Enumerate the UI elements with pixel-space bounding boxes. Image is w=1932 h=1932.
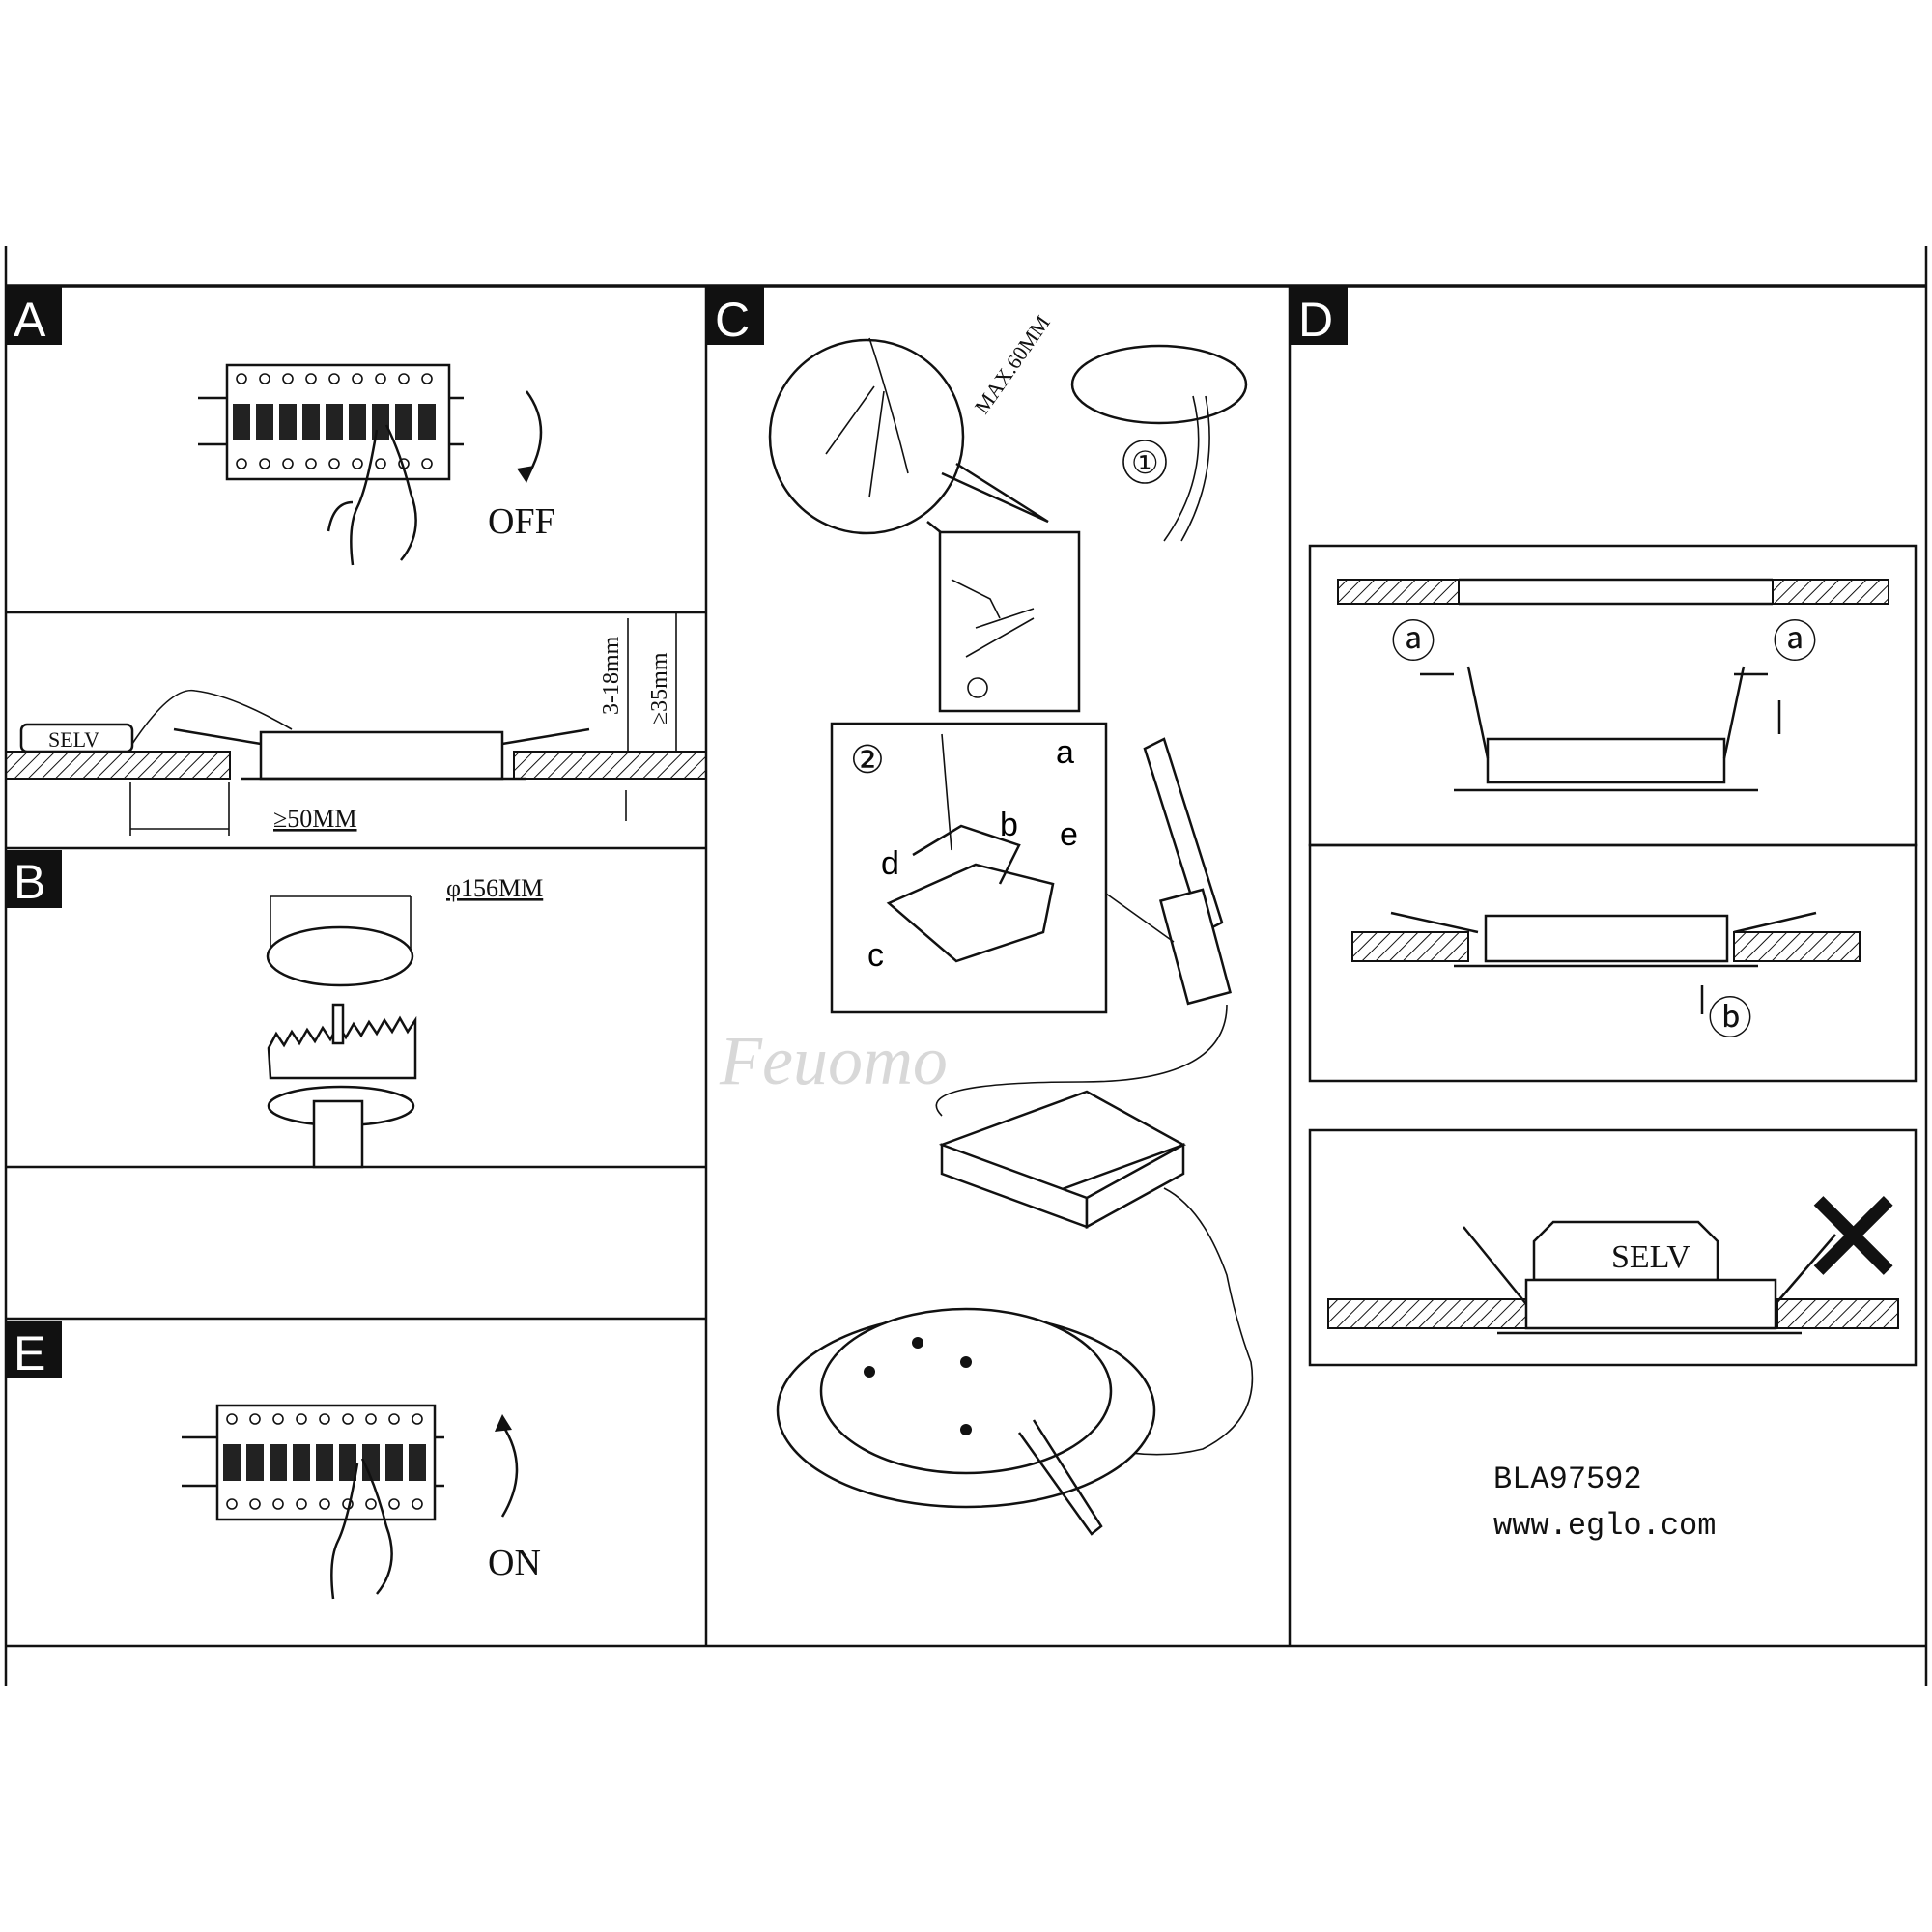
terminal-screw xyxy=(328,373,340,384)
breaker-switch xyxy=(256,404,273,440)
terminal-screw xyxy=(272,1413,284,1425)
breaker-switch xyxy=(372,404,389,440)
terminal-screw xyxy=(421,373,433,384)
on-label: ON xyxy=(488,1543,541,1583)
terminal-screw xyxy=(282,458,294,469)
terminal-screw xyxy=(412,1498,423,1510)
terminal-screw xyxy=(342,1413,354,1425)
callout-a: a xyxy=(1056,734,1074,771)
website: www.eglo.com xyxy=(1493,1508,1716,1544)
breaker-switch xyxy=(293,1444,310,1481)
ceiling-cross-section: SELV ≥50MM 3-18mm ≥35mm xyxy=(5,613,707,836)
terminal-screw xyxy=(305,373,317,384)
model-number: BLA97592 xyxy=(1493,1462,1642,1497)
svg-text:B: B xyxy=(14,855,45,909)
breaker-switch xyxy=(270,1444,287,1481)
watermark: Feuomo xyxy=(719,1022,948,1099)
callout-a-right: ⓐ xyxy=(1773,617,1817,667)
height-dimension: 3-18mm xyxy=(599,636,624,715)
wiring-illustration: MAX.60MM ① ② a b c d e Feuomo xyxy=(719,311,1254,1536)
terminal-screw xyxy=(352,458,363,469)
breaker-switch xyxy=(339,1444,356,1481)
terminal-screw xyxy=(375,458,386,469)
breaker-switch xyxy=(409,1444,426,1481)
driver-selv-label: SELV xyxy=(48,727,99,752)
svg-text:E: E xyxy=(14,1326,45,1380)
svg-text:C: C xyxy=(715,293,750,347)
diameter-dimension: φ156MM xyxy=(446,874,543,902)
terminal-screw xyxy=(226,1498,238,1510)
breaker-panel-on-illustration: ON xyxy=(182,1404,541,1600)
terminal-screw xyxy=(398,373,410,384)
terminal-screw xyxy=(236,458,247,469)
callout-d: d xyxy=(881,845,899,882)
callout-a-left: ⓐ xyxy=(1391,617,1435,667)
callout-c: c xyxy=(867,937,884,974)
terminal-screw xyxy=(259,373,270,384)
breaker-switch xyxy=(326,404,343,440)
driver-selv-label-wrong: SELV xyxy=(1611,1239,1690,1275)
installation-illustration-correct: ⓐ ⓐ ⓑ xyxy=(1308,544,1918,1083)
breaker-switch xyxy=(418,404,436,440)
terminal-screw xyxy=(259,458,270,469)
terminal-screw xyxy=(282,373,294,384)
terminal-screw xyxy=(328,458,340,469)
terminal-screw xyxy=(272,1498,284,1510)
panel-label-d: D xyxy=(1290,287,1348,347)
hole-saw-illustration: φ156MM xyxy=(266,874,543,1169)
terminal-screw xyxy=(249,1498,261,1510)
panel-label-e: E xyxy=(6,1321,62,1380)
breaker-switch xyxy=(279,404,297,440)
terminal-screw xyxy=(319,1498,330,1510)
breaker-panel-off-illustration: OFF xyxy=(198,363,555,566)
panel-label-b: B xyxy=(6,850,62,909)
breaker-switch xyxy=(246,1444,264,1481)
strip-length-dimension: MAX.60MM xyxy=(970,311,1055,418)
terminal-screw xyxy=(388,1498,400,1510)
panel-label-c: C xyxy=(706,287,764,347)
installation-illustration-incorrect: SELV ✕ xyxy=(1308,1128,1918,1367)
terminal-screw xyxy=(305,458,317,469)
depth-dimension: ≥35mm xyxy=(647,652,672,724)
terminal-screw xyxy=(365,1498,377,1510)
breaker-switch xyxy=(316,1444,333,1481)
terminal-screw xyxy=(388,1413,400,1425)
svg-text:D: D xyxy=(1298,293,1333,347)
terminal-screw xyxy=(319,1413,330,1425)
terminal-screw xyxy=(249,1413,261,1425)
callout-e: e xyxy=(1060,816,1078,853)
step-1-marker: ① xyxy=(1131,445,1159,480)
distance-dimension: ≥50MM xyxy=(273,805,357,833)
breaker-switch xyxy=(233,404,250,440)
breaker-switch xyxy=(395,404,412,440)
breaker-switch xyxy=(385,1444,403,1481)
terminal-screw xyxy=(296,1413,307,1425)
terminal-screw xyxy=(296,1498,307,1510)
callout-b: ⓑ xyxy=(1708,994,1752,1043)
off-label: OFF xyxy=(488,501,555,542)
incorrect-x-icon: ✕ xyxy=(1797,1160,1910,1318)
terminal-screw xyxy=(352,373,363,384)
panel-label-a: A xyxy=(6,287,62,347)
frame xyxy=(4,246,1928,1686)
terminal-screw xyxy=(236,373,247,384)
callout-b: b xyxy=(1000,807,1018,843)
step-2-marker: ② xyxy=(850,738,885,781)
terminal-screw xyxy=(421,458,433,469)
breaker-switch xyxy=(302,404,320,440)
terminal-screw xyxy=(226,1413,238,1425)
terminal-screw xyxy=(375,373,386,384)
breaker-switch xyxy=(362,1444,380,1481)
breaker-switch xyxy=(349,404,366,440)
terminal-screw xyxy=(365,1413,377,1425)
svg-text:A: A xyxy=(14,293,46,347)
terminal-screw xyxy=(412,1413,423,1425)
breaker-switch xyxy=(223,1444,241,1481)
